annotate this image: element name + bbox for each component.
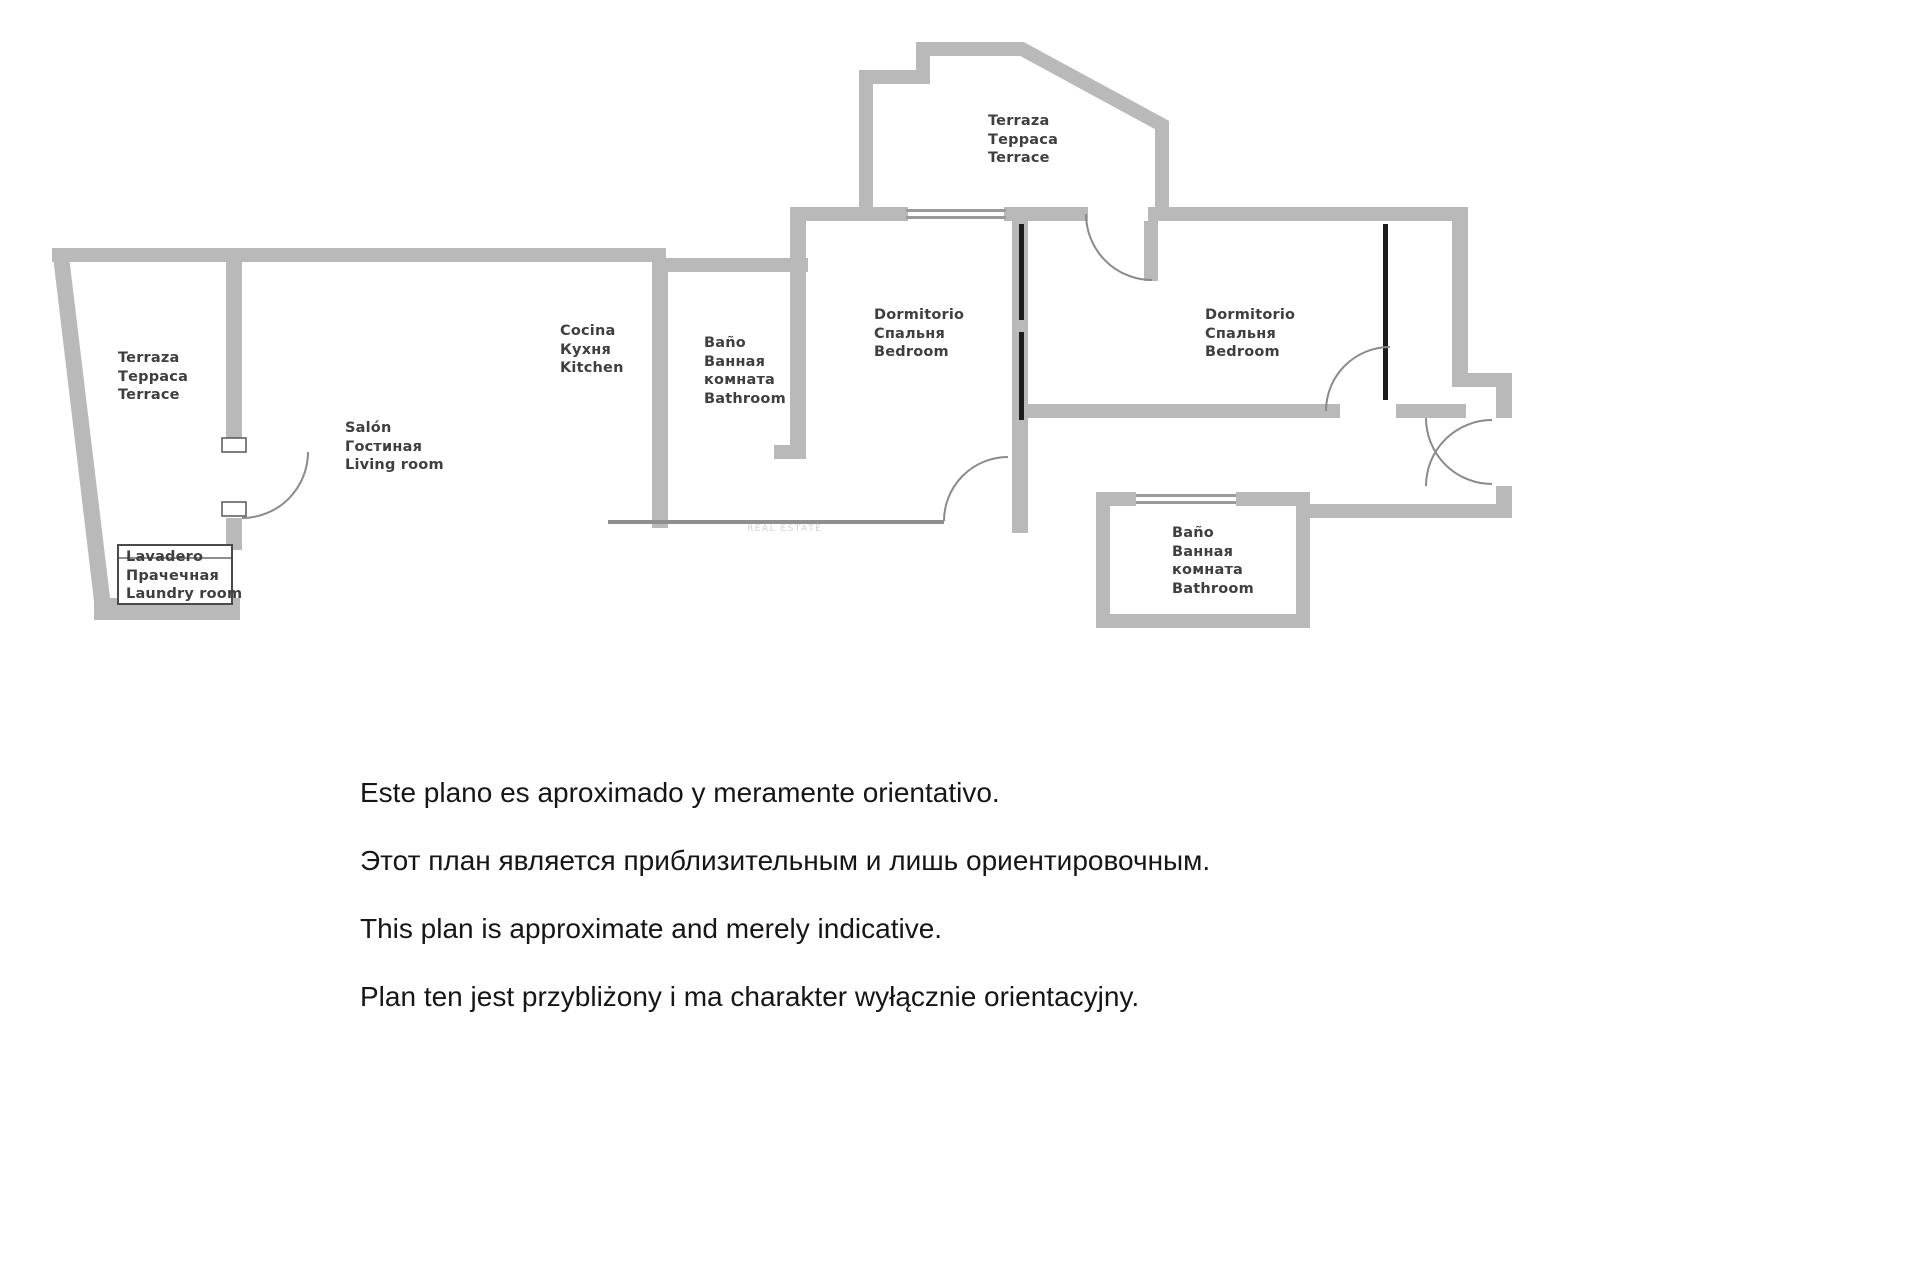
window-bed1: [906, 216, 1006, 219]
room-label-bedroom-1: Dormitorio Спальня Bedroom: [874, 307, 965, 361]
wall-hall-top: [1030, 207, 1088, 221]
room-label-bathroom-1: Baño Ванная комната Bathroom: [704, 335, 786, 407]
room-label-kitchen: Cocina Кухня Kitchen: [560, 323, 624, 377]
disclaimer-line-es: Este plano es aproximado y meramente ori…: [360, 777, 1000, 808]
terrace-top-outline: [859, 42, 1169, 207]
walls: [52, 207, 1512, 628]
room-label-terrace-left: Terraza Терраса Terrace: [118, 350, 189, 404]
window-bath2: [1136, 501, 1236, 504]
door-frame: [221, 501, 247, 517]
watermark: REAL ESTATE: [747, 524, 823, 534]
door-arcs: [241, 213, 1493, 522]
wall-bath2-left: [1096, 492, 1110, 628]
room-label-laundry: Lavadero Прачечная Laundry room: [126, 549, 243, 603]
window-bath2: [1136, 494, 1236, 497]
wall-bed2-top: [1148, 207, 1468, 221]
wall-right-jog-vert: [1496, 373, 1512, 418]
wall-bath1-stub: [774, 445, 806, 459]
wall-bath2-right: [1296, 492, 1310, 628]
wall-top-west: [52, 248, 666, 262]
panel-bed1-lower: [1019, 332, 1024, 420]
wall-top-bath1: [652, 258, 808, 272]
disclaimer-line-pl: Plan ten jest przybliżony i ma charakter…: [360, 981, 1140, 1012]
room-label-terrace-top: Terraza Терраса Terrace: [988, 113, 1059, 167]
door-frame: [221, 437, 247, 453]
disclaimer-line-ru: Этот план является приблизительным и лиш…: [360, 845, 1211, 876]
corridor-thin-wall: [608, 520, 944, 524]
wall-hall-bottom-right: [1296, 504, 1512, 518]
wall-divider-terrace-upper: [226, 262, 242, 440]
door-arc-terrace-living: [241, 451, 309, 519]
wall-left-slant: [52, 248, 112, 618]
wall-bed1-top-a: [790, 207, 908, 221]
room-label-bathroom-2: Baño Ванная комната Bathroom: [1172, 525, 1254, 597]
wall-bed2-bottom-b: [1396, 404, 1466, 418]
door-arc-entry-a: [1425, 417, 1493, 485]
wall-bath2-bottom: [1096, 614, 1310, 628]
wall-bath2-top-b: [1236, 492, 1310, 506]
wall-divider-terrace-lower: [226, 518, 242, 550]
windows: [906, 209, 1236, 504]
wall-kitchen-bath: [652, 262, 668, 528]
wall-bed2-right: [1452, 221, 1468, 387]
door-arc-bed2: [1325, 346, 1391, 412]
wall-bed2-left-stub: [1144, 221, 1158, 281]
disclaimer-line-en: This plan is approximate and merely indi…: [360, 913, 943, 944]
wall-bed2-bottom-a: [1026, 404, 1340, 418]
panel-bed2-lower: [1383, 304, 1388, 400]
door-arc-terrace-top: [1085, 213, 1153, 281]
panel-bed1-upper: [1019, 224, 1024, 320]
laundry-box: [117, 544, 233, 605]
door-frames: [221, 437, 247, 517]
wall-bath1-bed1: [790, 221, 806, 459]
door-panels: [1019, 224, 1388, 420]
door-arc-entry-b: [1425, 419, 1493, 487]
window-bed1: [906, 209, 1006, 212]
room-label-bedroom-2: Dormitorio Спальня Bedroom: [1205, 307, 1296, 361]
room-label-living-room: Salón Гостиная Living room: [345, 420, 444, 474]
door-arc-bed1: [943, 456, 1009, 522]
panel-bed2-upper: [1383, 224, 1388, 312]
